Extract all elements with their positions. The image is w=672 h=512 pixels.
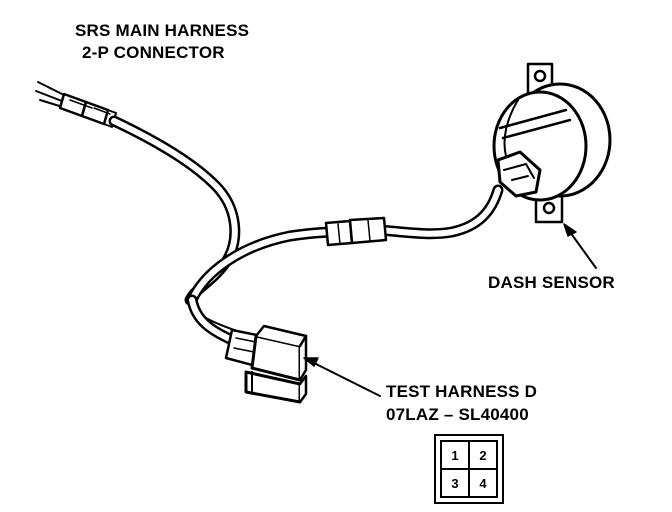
pin-1: 1 (441, 441, 469, 469)
srs-2p-connector (58, 92, 117, 128)
test-harness-connector (224, 324, 308, 404)
srs-harness-label-line1: SRS MAIN HARNESS (75, 21, 250, 40)
test-harness-label-line1: TEST HARNESS D (386, 382, 538, 401)
inline-connector (324, 216, 388, 247)
srs-harness-label-line2: 2-P CONNECTOR (82, 43, 225, 62)
connector-pin-grid: 1 2 3 4 (434, 434, 504, 504)
dash-sensor-label: DASH SENSOR (488, 273, 615, 292)
pin-grid-inner: 1 2 3 4 (440, 440, 498, 498)
pin-2: 2 (469, 441, 497, 469)
pin-3: 3 (441, 469, 469, 497)
leader-arrows (303, 223, 597, 397)
test-harness-label-line2: 07LAZ – SL40400 (386, 405, 529, 424)
pin-4: 4 (469, 469, 497, 497)
dash-sensor (492, 62, 612, 224)
